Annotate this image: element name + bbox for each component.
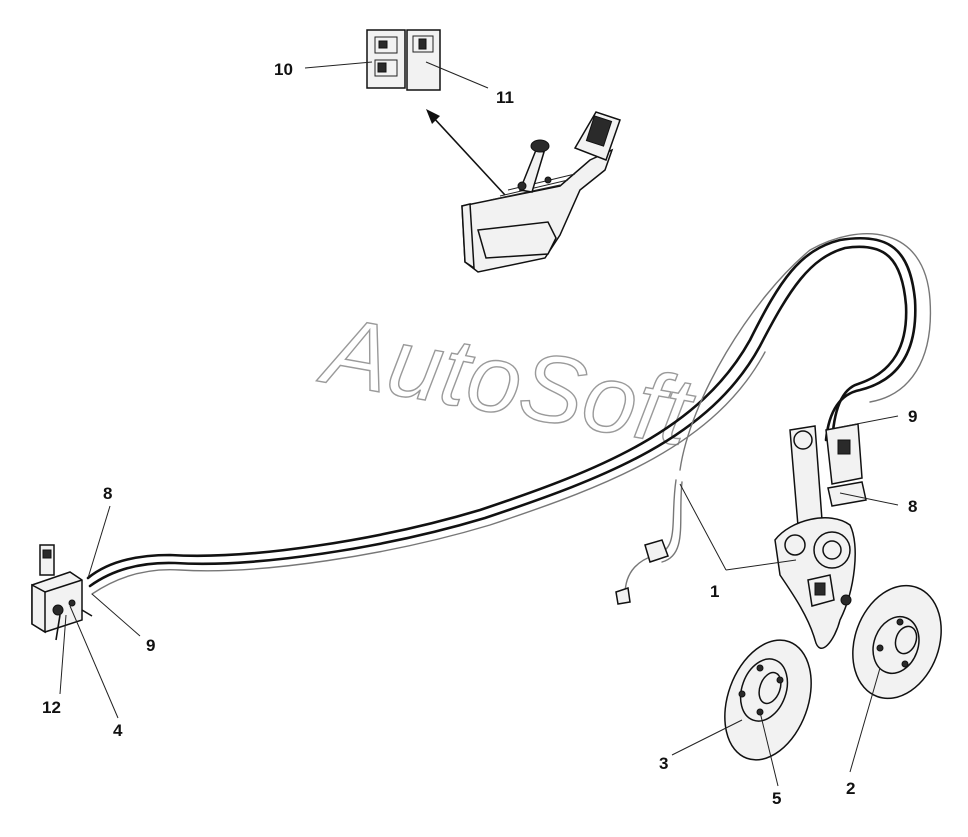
- brake-caliper-assembly: [774, 423, 867, 649]
- cable-harness: [86, 233, 932, 605]
- brake-disc-3: [724, 639, 812, 761]
- callout-2: 2: [846, 779, 855, 798]
- callout-10: 10: [274, 60, 293, 79]
- decal-sheets: [366, 29, 441, 91]
- callout-8-left: 8: [103, 484, 112, 503]
- leader-lines: [59, 61, 899, 787]
- reference-arrow: [426, 109, 506, 196]
- control-console: [461, 111, 621, 273]
- valve-block: [31, 544, 93, 641]
- callout-9-right: 9: [908, 407, 917, 426]
- callout-8-right: 8: [908, 497, 917, 516]
- callout-11: 11: [496, 88, 514, 107]
- callout-3: 3: [659, 754, 668, 773]
- callout-labels: 10 11 8 9 12 4 9 8 1 2 3 5: [42, 60, 917, 808]
- callout-9-left: 9: [146, 636, 155, 655]
- callout-12: 12: [42, 698, 61, 717]
- callout-4: 4: [113, 721, 123, 740]
- callout-5: 5: [772, 789, 781, 808]
- callout-1: 1: [710, 582, 719, 601]
- brake-disc-2: [852, 584, 942, 700]
